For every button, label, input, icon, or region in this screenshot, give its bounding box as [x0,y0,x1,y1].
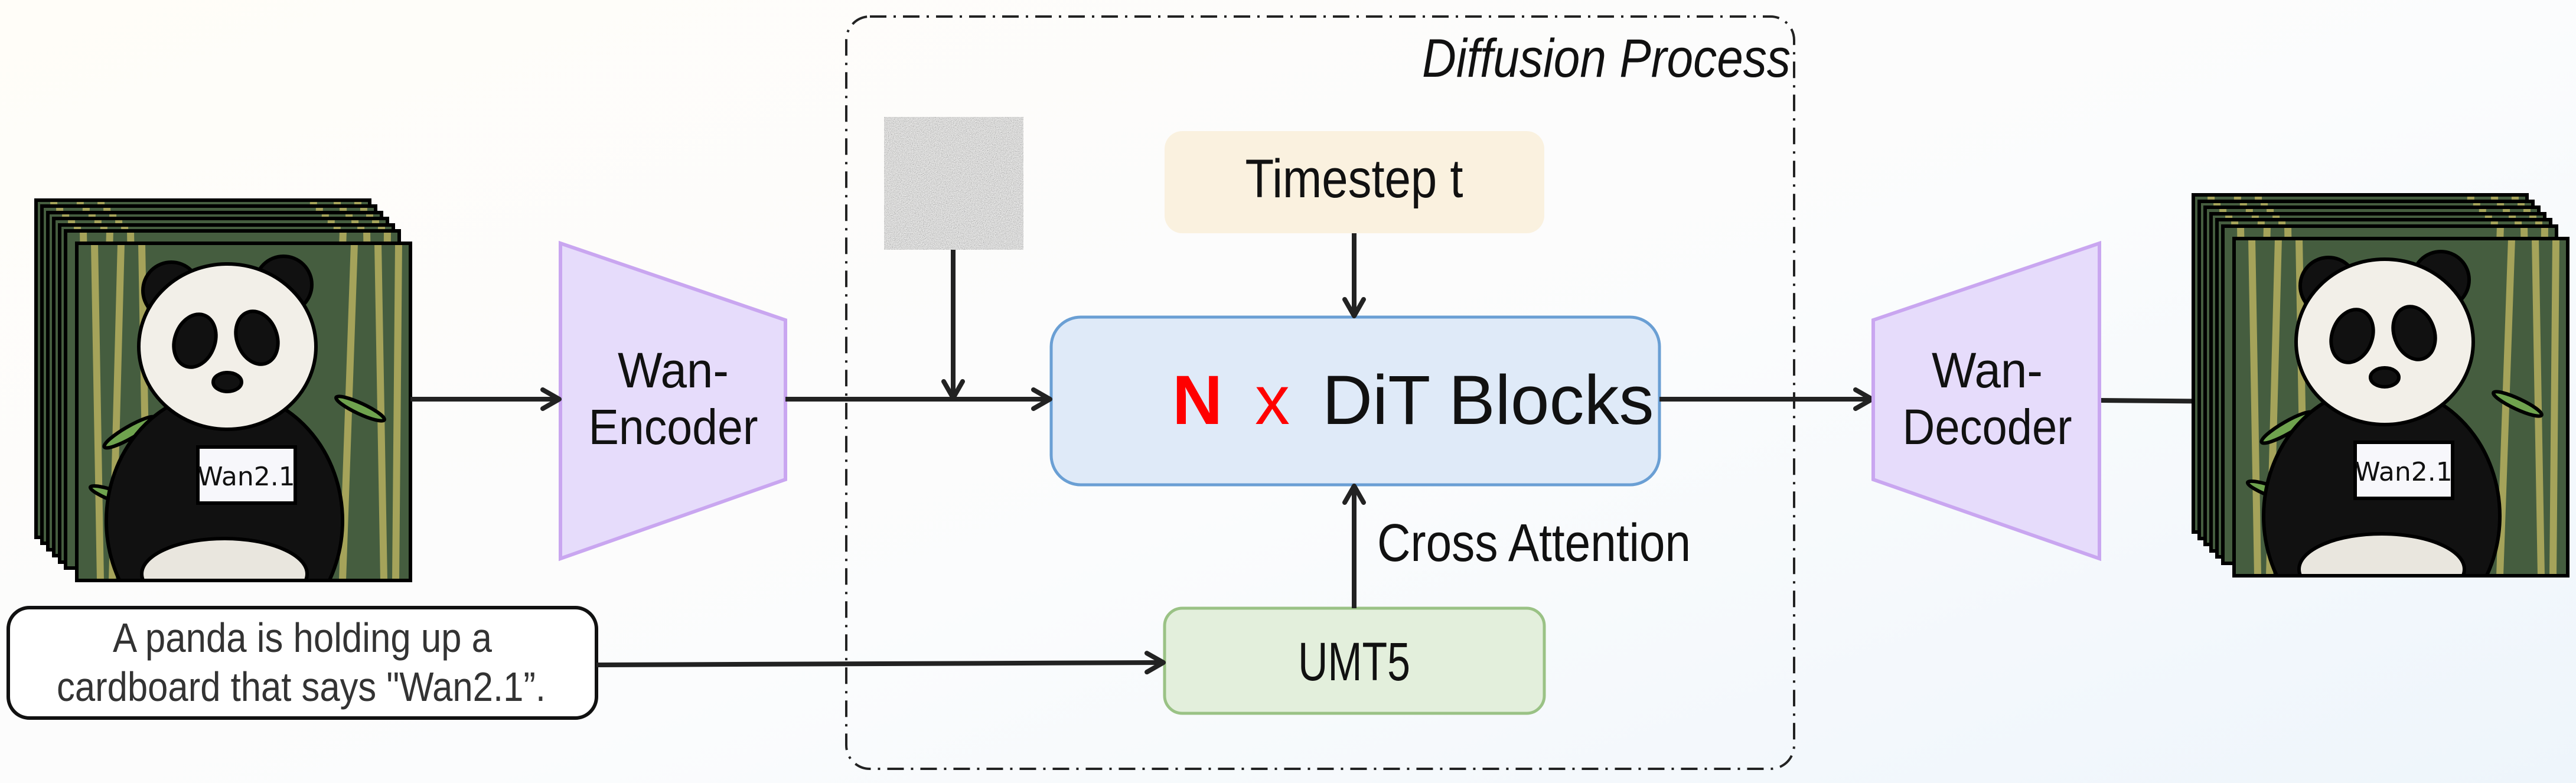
umt5-box: UMT5 [1163,606,1546,715]
output-sign-text: Wan2.1 [2355,457,2453,487]
dit-blocks-box: N x DiT Blocks [1049,315,1661,487]
wan-encoder: Wan- Encoder [559,240,787,562]
encoder-label-2: Encoder [589,399,758,455]
encoder-label-1: Wan- [618,342,729,398]
wan-decoder: Wan- Decoder [1871,240,2101,562]
cross-attention-label: Cross Attention [1377,514,1691,573]
prompt-line-2: cardboard that says "Wan2.1”. [57,664,546,710]
dit-blocks-text: DiT Blocks [1322,361,1654,439]
connectors [410,233,2235,675]
decoder-label-1: Wan- [1932,342,2043,398]
dit-x: x [1255,361,1290,439]
diffusion-process-region: Diffusion Process [845,15,1795,770]
prompt-line-1: A panda is holding up a [113,615,492,661]
dit-n: N [1172,361,1222,439]
diffusion-process-label: Diffusion Process [1422,28,1791,89]
input-video-frames: Wan2.1 [34,198,412,582]
timestep-box: Timestep t [1165,131,1544,233]
dit-label: N x DiT Blocks [1172,361,1654,439]
timestep-label: Timestep t [1245,149,1463,209]
text-prompt-box: A panda is holding up a cardboard that s… [6,606,598,720]
decoder-label-2: Decoder [1903,399,2072,455]
arrow-prompt-to-umt5 [596,651,1166,675]
noise-latent [884,117,1023,250]
output-video-frames: Wan2.1 [2192,193,2570,578]
umt5-label: UMT5 [1298,632,1410,692]
input-sign-text: Wan2.1 [197,462,295,492]
